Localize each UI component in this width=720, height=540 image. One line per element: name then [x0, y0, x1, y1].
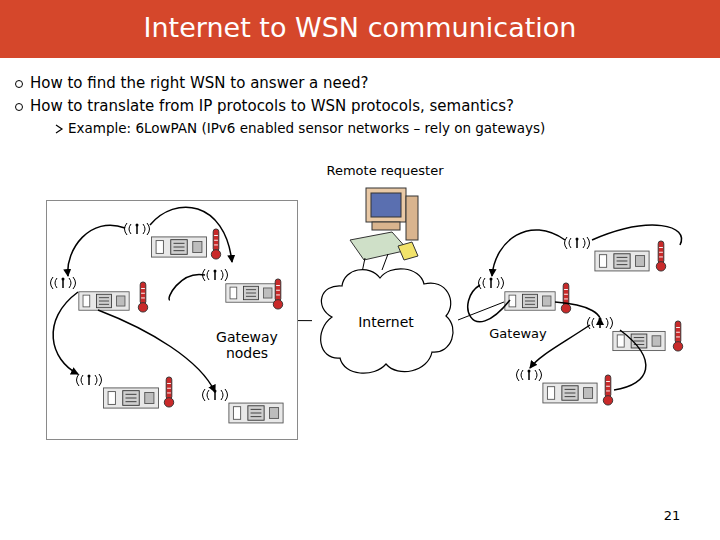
- node-text: Internet: [312, 314, 460, 330]
- sub-bullet-text: Example: 6LowPAN (IPv6 enabled sensor ne…: [68, 120, 545, 136]
- gateway-label: Gateway: [470, 326, 566, 341]
- network-frame: Gateway nodes: [46, 200, 298, 440]
- network-link: [298, 320, 312, 321]
- bullet-text: How to translate from IP protocols to WS…: [30, 97, 514, 115]
- internet-cloud: Internet: [312, 262, 460, 380]
- node-text: Gateway nodes: [199, 329, 295, 361]
- computer-label: Remote requester: [300, 163, 470, 178]
- page-number: 21: [650, 508, 694, 523]
- bullet-text: How to find the right WSN to answer a ne…: [30, 74, 368, 92]
- slide-title: Internet to WSN communication: [0, 12, 720, 43]
